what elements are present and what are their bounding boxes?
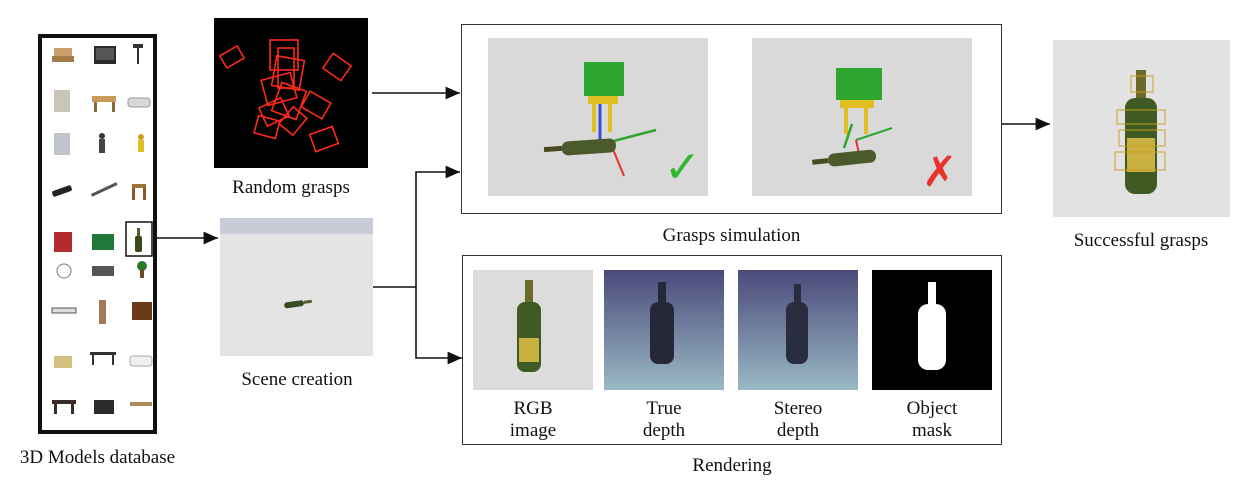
successful-grasps-label: Successful grasps (1073, 230, 1209, 251)
model-thumb-chair (132, 184, 146, 200)
stereo-depth-thumb (738, 270, 858, 390)
gripper-body (584, 62, 624, 96)
model-thumb-cabinet (54, 90, 70, 112)
sim-failure-image: ✗ (752, 38, 972, 196)
arrow-scene-to-simulation (373, 165, 460, 288)
rendering-label: Rendering (692, 455, 772, 476)
model-thumb-car (127, 97, 151, 108)
grasps-simulation-panel: ✓ ✗ (461, 24, 1002, 214)
model-thumb-bathtub (129, 355, 153, 367)
model-thumb-figure (138, 134, 144, 152)
model-thumb-green-box (92, 234, 114, 250)
model-thumb-tv (94, 46, 116, 64)
grasps-simulation-label: Grasps simulation (662, 225, 801, 246)
model-thumb-chair-wire (56, 263, 72, 279)
model-thumb-sofa (52, 48, 74, 62)
model-thumb-bench (51, 307, 77, 314)
failure-cross-icon: ✗ (922, 147, 957, 196)
model-thumb-crate (54, 356, 72, 368)
sim-success-image: ✓ (488, 38, 708, 196)
model-thumb-gun (52, 185, 72, 197)
true-depth-thumb (604, 270, 724, 390)
gripper-body (836, 68, 882, 100)
model-thumb-monitor (94, 400, 114, 414)
arrow-scene-to-rendering (415, 287, 462, 365)
model-thumb-lamp (133, 44, 143, 64)
model-thumb-rifle (90, 182, 118, 197)
models-grid (51, 44, 153, 414)
object-mask-thumb (872, 270, 992, 390)
model-thumb-person (99, 133, 105, 153)
model-thumb-post (99, 300, 106, 324)
model-thumb-table2 (52, 400, 76, 414)
scene-creation-label: Scene creation (241, 369, 353, 390)
model-thumb-table (90, 352, 116, 365)
models-database-panel (38, 34, 157, 434)
success-check-icon: ✓ (664, 142, 701, 193)
model-thumb-plant (137, 261, 147, 278)
model-thumb-shelf (130, 402, 152, 406)
random-grasps-label: Random grasps (232, 177, 350, 198)
model-thumb-bottle-selected (125, 221, 153, 257)
model-thumb-desk (92, 96, 116, 112)
scene-creation-image (220, 218, 373, 356)
successful-grasps-image (1053, 40, 1230, 217)
random-grasps-image (214, 18, 368, 168)
database-label: 3D Models database (19, 447, 176, 468)
model-thumb-printer (92, 266, 114, 276)
model-thumb-red-box (54, 232, 72, 252)
model-thumb-dresser (132, 302, 152, 320)
rgb-image-thumb (473, 270, 593, 390)
model-thumb-fridge (54, 133, 70, 155)
